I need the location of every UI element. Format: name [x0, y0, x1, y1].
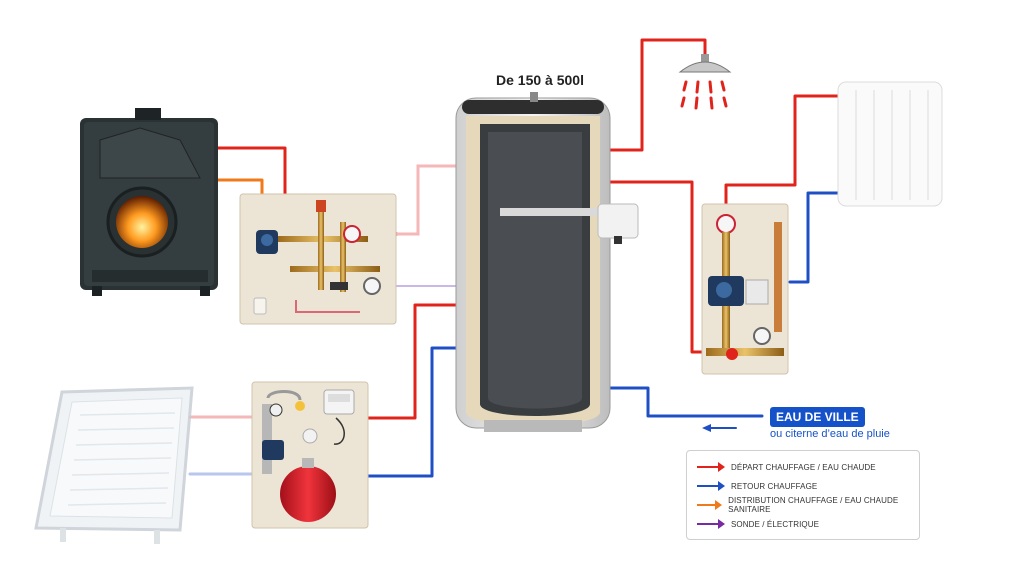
gauge-icon: [716, 214, 736, 234]
legend-label: DÉPART CHAUFFAGE / EAU CHAUDE: [731, 462, 876, 472]
shower-head-icon: [678, 54, 732, 110]
pump-icon: [262, 440, 284, 460]
city-water-sublabel: ou citerne d’eau de pluie: [770, 428, 890, 440]
pipe-radiator-return: [788, 191, 840, 284]
switch-icon: [253, 297, 267, 315]
thermometer-gauge-icon: [753, 327, 771, 345]
solar-pump-station: [251, 381, 369, 529]
wood-stove: [80, 108, 218, 296]
legend: DÉPART CHAUFFAGE / EAU CHAUDE RETOUR CHA…: [686, 450, 920, 540]
valve-icon: [726, 348, 738, 360]
city-water-arrowhead: [702, 424, 711, 432]
tank-capacity-label: De 150 à 500l: [496, 72, 584, 88]
hot-water-tank: [455, 92, 639, 432]
pipe-stove-hot: [216, 146, 287, 207]
pipe-solar-station-cold: [366, 346, 460, 478]
valve-icon: [316, 200, 326, 212]
upper-coil: [494, 137, 576, 297]
boiler-manifold-station: [239, 193, 397, 325]
solar-collector: [34, 386, 194, 544]
city-water-label: EAU DE VILLE: [770, 407, 865, 427]
legend-label: RETOUR CHAUFFAGE: [731, 481, 818, 491]
heating-pump-station: [701, 203, 789, 375]
legend-item-return: RETOUR CHAUFFAGE: [697, 479, 817, 493]
orange-arrow-icon: [697, 500, 723, 510]
legend-label: DISTRIBUTION CHAUFFAGE / EAU CHAUDE SANI…: [728, 496, 899, 514]
lower-coil: [492, 315, 578, 393]
gauge-icon: [343, 225, 361, 243]
pipe-shower-hot: [598, 38, 707, 152]
electric-heater-icon: [597, 203, 639, 239]
gauge-icon: [269, 403, 283, 417]
pipe-radiator-hot: [724, 94, 840, 218]
valve-icon: [295, 401, 305, 411]
pipe-manifold-to-tank-faded: [396, 164, 460, 236]
radiator: [837, 81, 943, 207]
fire-icon: [116, 196, 168, 248]
expansion-vessel-icon: [280, 466, 336, 522]
legend-item-sensor: SONDE / ÉLECTRIQUE: [697, 517, 819, 531]
pipe-solar-station-hot: [366, 303, 460, 420]
legend-item-hot-supply: DÉPART CHAUFFAGE / EAU CHAUDE: [697, 460, 876, 474]
blue-arrow-icon: [697, 481, 725, 491]
legend-label: SONDE / ÉLECTRIQUE: [731, 519, 820, 529]
purple-arrow-icon: [697, 519, 725, 529]
thermometer-gauge-icon: [363, 277, 381, 295]
legend-item-distribution: DISTRIBUTION CHAUFFAGE / EAU CHAUDE SANI…: [697, 496, 919, 514]
red-arrow-icon: [697, 462, 725, 472]
pipe-city-water: [598, 386, 764, 418]
